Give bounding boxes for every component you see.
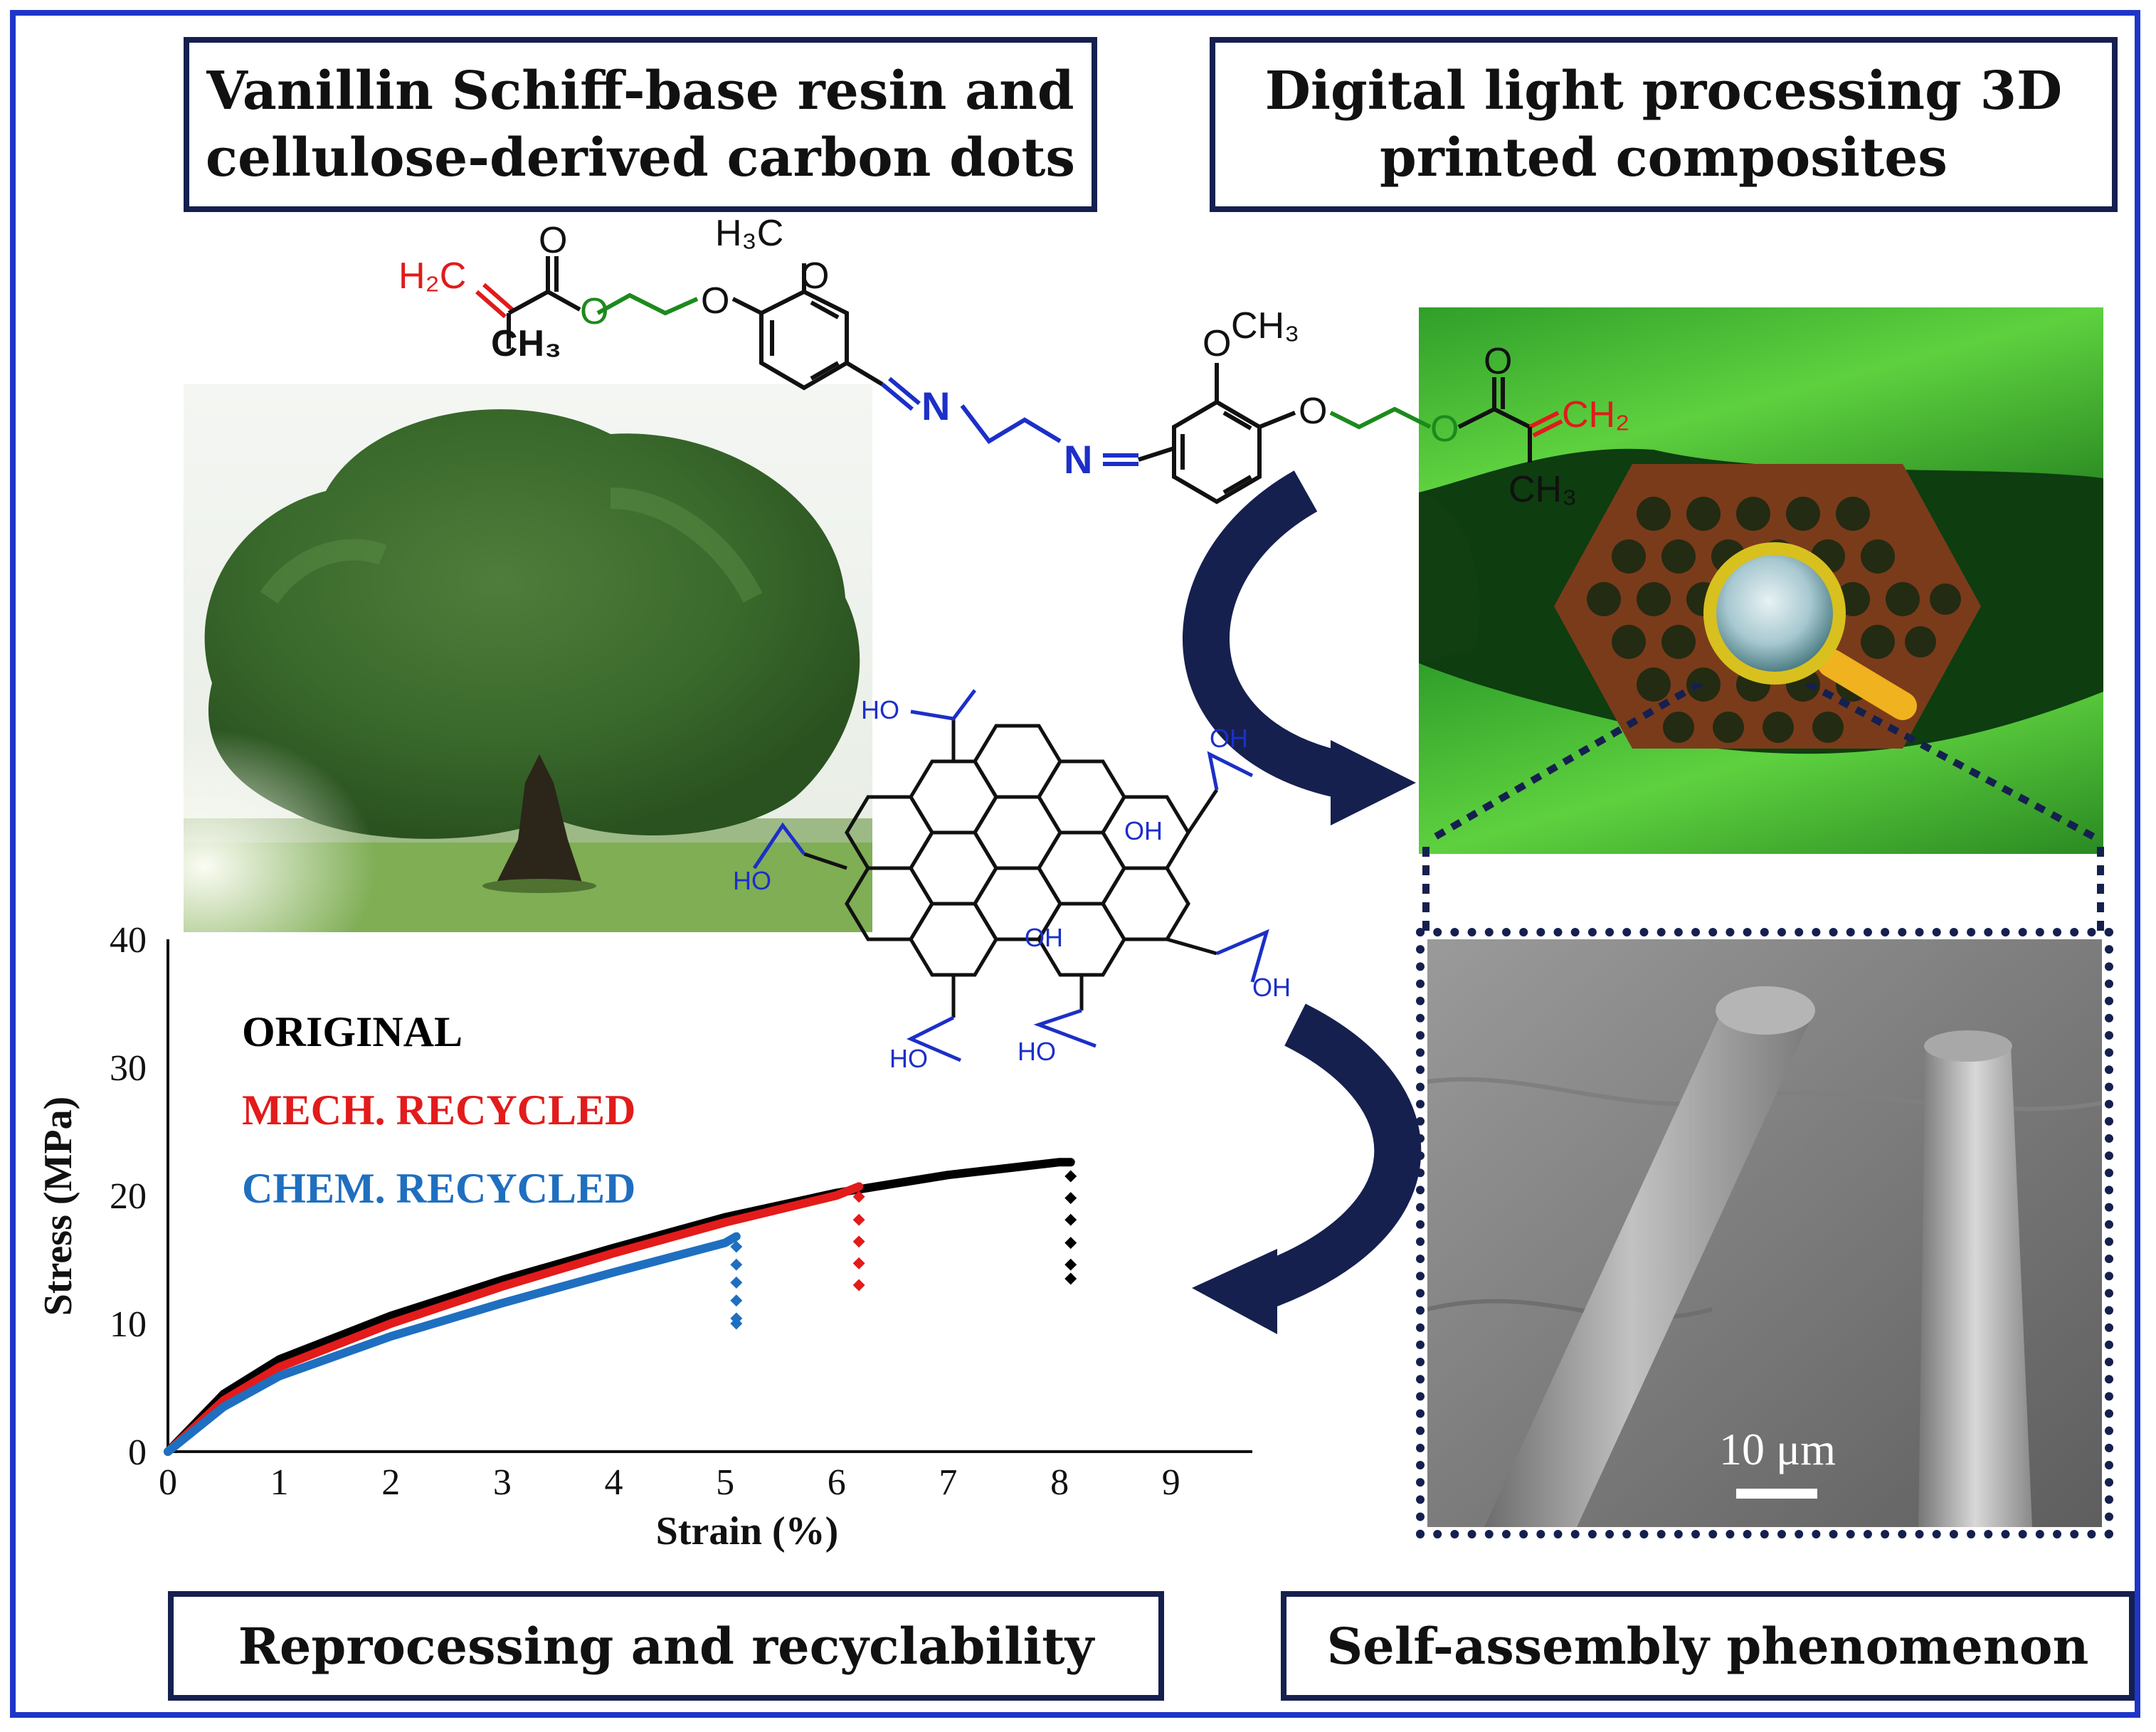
label-resin-line1: Vanillin Schiff-base resin and	[206, 60, 1074, 122]
resin-ester-o-right: O	[1430, 408, 1459, 450]
failure-point	[1064, 1192, 1077, 1205]
carbon-dot-oh-top-right: OH	[1210, 724, 1248, 753]
failure-point	[730, 1258, 743, 1271]
curved-arrow-to-dlp	[1183, 470, 1350, 799]
label-box-resin: Vanillin Schiff-base resin and cellulose…	[184, 37, 1097, 212]
label-box-dlp: Digital light processing 3D printed comp…	[1210, 37, 2118, 212]
resin-imine-n-left: N	[921, 384, 950, 428]
carbon-dot-ho-left: HO	[733, 866, 771, 895]
failure-point	[1064, 1237, 1077, 1250]
label-box-self-assembly: Self-assembly phenomenon	[1281, 1591, 2135, 1701]
resin-ch2: CH₂	[1562, 394, 1629, 435]
failure-point	[852, 1235, 865, 1248]
resin-h2c: H₂C	[398, 255, 466, 297]
sem-scale-bar-label: 10 μm	[1718, 1424, 1837, 1474]
carbon-dot-oh-inner: OH	[1124, 816, 1163, 845]
curved-arrow-to-chart	[1251, 1003, 1422, 1311]
failure-point	[730, 1276, 743, 1289]
failure-point	[852, 1257, 865, 1269]
arrow-head-to-dlp	[1331, 740, 1416, 825]
resin-carbonyl-o-left: O	[539, 220, 567, 261]
series-line-original	[164, 1158, 1075, 1456]
x-axis-label: Strain (%)	[656, 1509, 839, 1553]
y-tick-label: 10	[110, 1304, 147, 1345]
process-arrows	[1183, 470, 1422, 1334]
failure-point	[730, 1294, 743, 1307]
y-axis-label: Stress (MPa)	[36, 1097, 80, 1316]
failure-point	[1064, 1213, 1077, 1226]
tree-photo	[184, 384, 872, 932]
label-dlp-line1: Digital light processing 3D	[1264, 60, 2063, 122]
x-tick-label: 2	[381, 1462, 400, 1503]
label-dlp-line2: printed composites	[1380, 127, 1948, 189]
carbon-dot-structure: HO OH HO OH HO HO OH OH	[733, 689, 1291, 1073]
y-tick-label: 40	[110, 925, 147, 961]
x-tick-label: 5	[716, 1462, 734, 1503]
carbon-dot-oh-right: OH	[1252, 973, 1291, 1002]
label-self-assembly: Self-assembly phenomenon	[1326, 1616, 2089, 1676]
resin-ether-o-left: O	[701, 280, 729, 322]
legend-chem-recycled: CHEM. RECYCLED	[242, 1165, 635, 1212]
resin-h3c: H₃C	[715, 213, 783, 254]
failure-point	[1064, 1258, 1077, 1271]
failure-point	[852, 1190, 865, 1203]
x-tick-label: 0	[159, 1462, 177, 1503]
carbon-dot-ho-bottom-left: HO	[889, 1044, 928, 1073]
x-tick-label: 4	[605, 1462, 623, 1503]
sem-scale-bar	[1736, 1489, 1817, 1499]
resin-methoxy-o-left: O	[800, 255, 829, 297]
failure-point	[852, 1213, 865, 1226]
failure-point	[730, 1240, 743, 1253]
y-tick-label: 30	[110, 1048, 147, 1089]
x-tick-label: 3	[493, 1462, 512, 1503]
figure-border	[10, 10, 2140, 1718]
arrow-head-to-chart	[1192, 1249, 1277, 1334]
resin-methoxy-o-right: O	[1203, 323, 1231, 364]
sem-image: 10 μm	[1427, 939, 2102, 1527]
label-resin-line2: cellulose-derived carbon dots	[205, 127, 1076, 189]
legend-original: ORIGINAL	[242, 1008, 463, 1055]
resin-ch3-right-top: CH₃	[1231, 305, 1299, 347]
failure-point	[1064, 1170, 1077, 1183]
failure-point	[730, 1317, 743, 1330]
dlp-printed-part-photo	[1419, 307, 2103, 854]
resin-ester-o-left: O	[580, 291, 608, 332]
resin-ch3-right-bottom: CH₃	[1508, 469, 1577, 510]
label-box-recyclability: Reprocessing and recyclability	[168, 1591, 1164, 1701]
y-tick-label: 20	[110, 1176, 147, 1217]
series-line-chem-recycled	[164, 1232, 741, 1456]
x-tick-label: 8	[1050, 1462, 1069, 1503]
carbon-dot-ho-bottom: HO	[1018, 1037, 1056, 1066]
x-tick-label: 6	[828, 1462, 846, 1503]
x-tick-label: 1	[270, 1462, 289, 1503]
carbon-dot-oh-center: OH	[1025, 923, 1063, 952]
carbon-dot-ho-top: HO	[861, 695, 899, 724]
sem-image-frame	[1416, 928, 2113, 1538]
label-recyclability: Reprocessing and recyclability	[238, 1616, 1094, 1676]
series-line-mech-recycled	[164, 1182, 864, 1456]
resin-imine-n-right: N	[1064, 437, 1092, 482]
legend-mech-recycled: MECH. RECYCLED	[242, 1087, 635, 1134]
vanillin-resin-structure: H₂C CH₃ O O O H₃C O N N O CH₃ O O O CH₂ …	[398, 213, 1629, 510]
zoom-connector	[1422, 683, 2104, 939]
resin-ether-o-right: O	[1299, 391, 1327, 432]
stress-strain-chart: Stress (MPa) Strain (%) 0 1 2 3 4 5 6 7 8 9 0 10 20 3…	[36, 925, 1252, 1553]
failure-point	[852, 1279, 865, 1292]
resin-ch3-left: CH₃	[491, 323, 561, 364]
resin-carbonyl-o-right: O	[1484, 341, 1512, 382]
failure-point	[1064, 1272, 1077, 1285]
x-tick-label: 7	[939, 1462, 957, 1503]
x-tick-label: 9	[1162, 1462, 1180, 1503]
y-tick-label: 0	[128, 1432, 147, 1473]
